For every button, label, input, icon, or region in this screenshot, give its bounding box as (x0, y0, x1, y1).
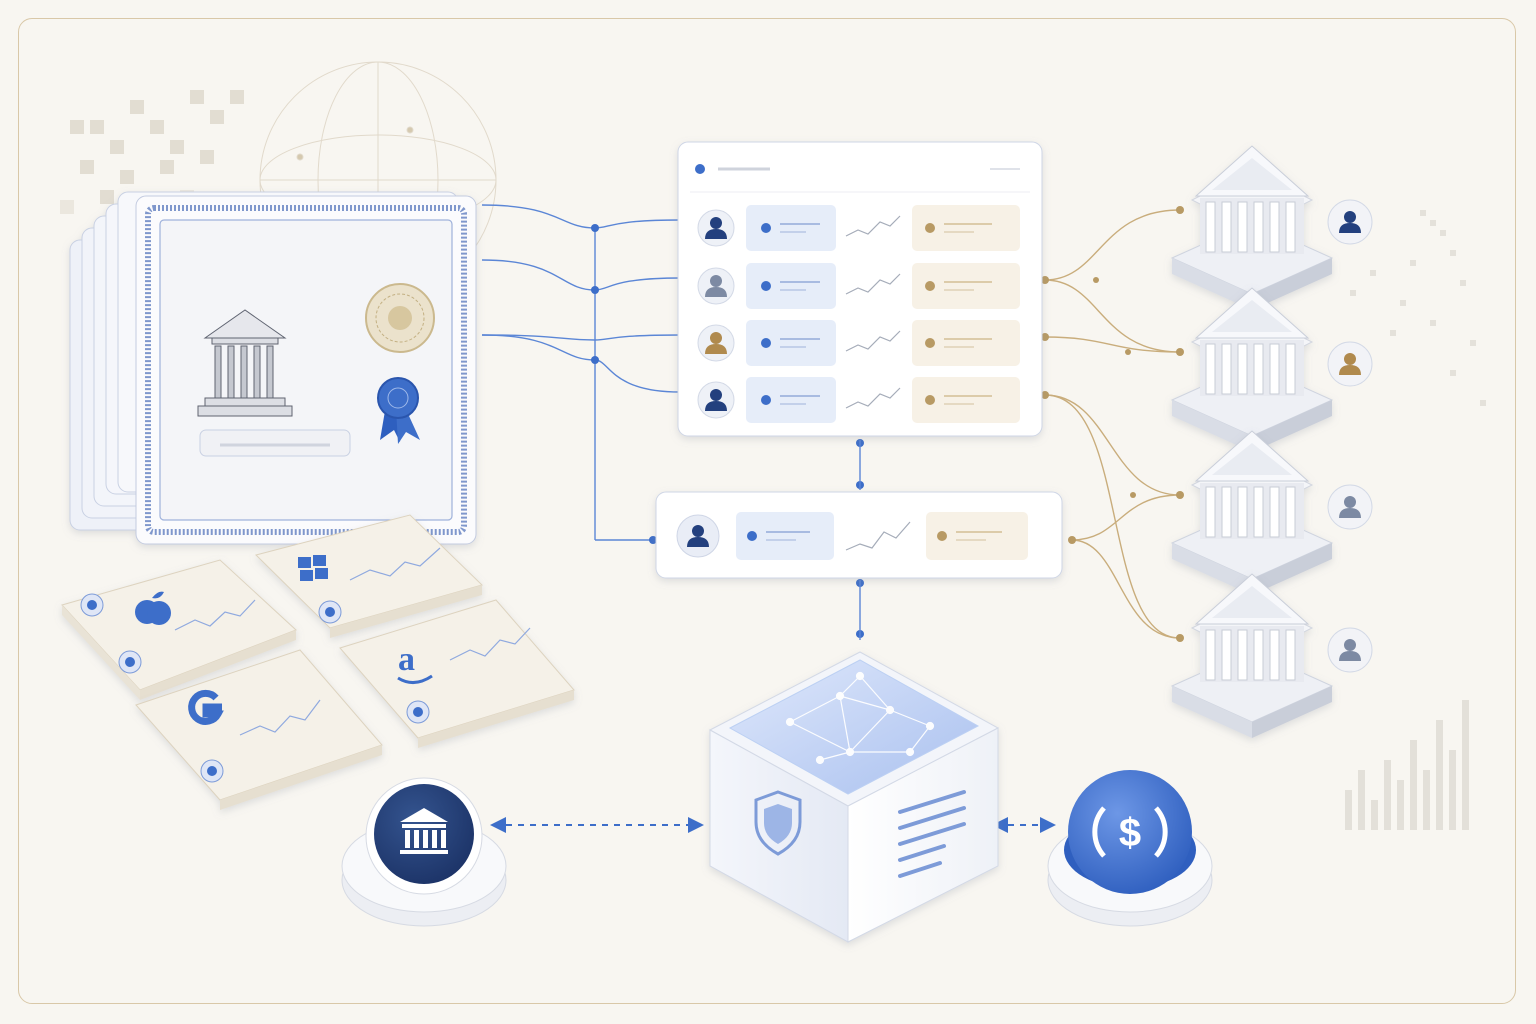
registry-rows (697, 205, 1020, 423)
token-cell (746, 377, 836, 423)
bank-building-icon (1171, 145, 1333, 311)
avatar-icon (1327, 341, 1373, 387)
google-logo-icon (188, 689, 224, 725)
token-badge-icon (80, 593, 104, 617)
gold-connector-dots (1041, 206, 1184, 642)
document-lines-icon (898, 790, 966, 878)
summary-settlement-cell (926, 512, 1028, 560)
pixel-mosaic-decoration (60, 90, 244, 214)
svg-text:a: a (398, 641, 415, 678)
row-sparkline (845, 330, 901, 352)
network-mesh-icon (785, 671, 935, 765)
avatar-icon (697, 381, 735, 419)
settlement-cell (912, 205, 1020, 251)
token-badge-icon (318, 600, 342, 624)
certificate-name-field (199, 429, 351, 457)
bank-building-icon (1171, 287, 1333, 453)
stock-card-google (135, 649, 383, 810)
avatar-icon (697, 209, 735, 247)
dollar-coin-icon: $ (1047, 770, 1213, 927)
settlement-cell (912, 320, 1020, 366)
summary-sparkline (845, 521, 911, 551)
connector-dots (591, 224, 864, 638)
row-sparkline (845, 273, 901, 295)
stock-card-windows (255, 514, 483, 638)
secure-blockchain-cube-icon (708, 651, 1000, 943)
registry-row (697, 377, 1020, 423)
stock-sparkline (239, 699, 321, 736)
registry-row (697, 320, 1020, 366)
stock-card-amazon (339, 599, 575, 748)
registry-to-banks-connectors (1044, 209, 1181, 639)
row-sparkline (845, 215, 901, 237)
token-cell (746, 320, 836, 366)
registry-row (697, 205, 1020, 251)
registry-row (697, 263, 1020, 309)
bank-building-icon (1171, 430, 1333, 596)
bank-building-icon (1171, 573, 1333, 739)
panel-status-dot (695, 164, 705, 174)
bar-chart-decoration (1345, 700, 1469, 830)
stock-sparkline (174, 599, 256, 631)
summary-token-cell (736, 512, 834, 560)
settlement-cell (912, 377, 1020, 423)
bank-building-engraving-icon (197, 309, 293, 417)
bank-column (1171, 145, 1373, 739)
avatar-icon (1327, 484, 1373, 530)
avatar-icon (697, 324, 735, 362)
shield-icon (754, 790, 802, 856)
amazon-logo-icon: a (397, 641, 433, 684)
token-badge-icon (200, 759, 224, 783)
token-cell (746, 263, 836, 309)
certificate-to-registry-connectors (481, 204, 681, 541)
world-map-dots-decoration (1350, 210, 1486, 406)
apple-logo-icon (135, 591, 171, 625)
ribbon-badge-icon (377, 377, 420, 444)
token-badge-icon (118, 650, 142, 674)
bank-token-icon (341, 777, 507, 927)
token-badge-icon (406, 700, 430, 724)
avatar-icon (1327, 627, 1373, 673)
stock-sparkline (449, 627, 531, 661)
row-sparkline (845, 387, 901, 409)
settlement-cell (912, 263, 1020, 309)
windows-logo-icon (298, 555, 328, 581)
decorative-frame (18, 18, 1516, 1004)
avatar-icon (697, 267, 735, 305)
token-cell (746, 205, 836, 251)
stock-sparkline (349, 547, 441, 581)
svg-text:$: $ (1119, 811, 1141, 855)
summary-avatar (676, 514, 720, 558)
seal-icon (365, 283, 435, 353)
avatar-icon (1327, 199, 1373, 245)
